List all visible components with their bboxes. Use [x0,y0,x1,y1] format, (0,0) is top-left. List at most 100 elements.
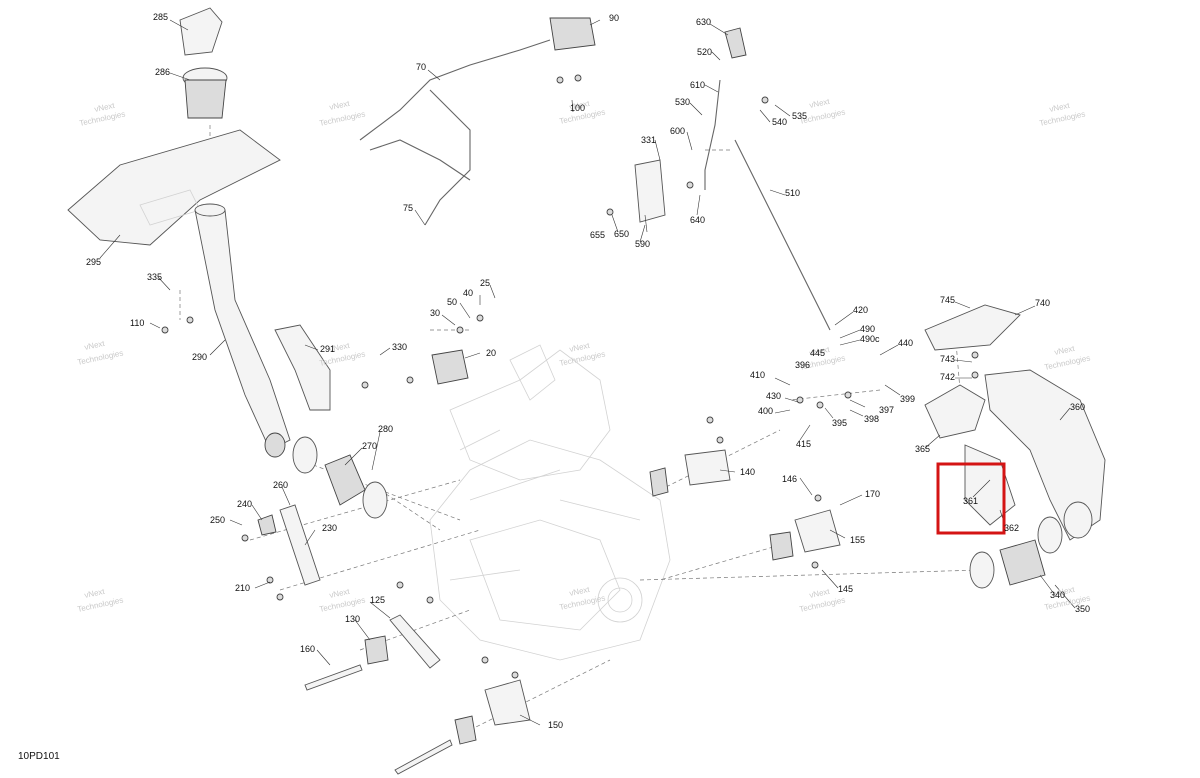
part-label: 155 [850,535,865,545]
part-label: 140 [740,467,755,477]
part-label: 400 [758,406,773,416]
part-label: 490c [860,334,880,344]
part-label: 70 [416,62,426,72]
part-360-duct [984,369,1106,541]
watermark: Technologies [559,593,607,612]
part-510-rod [734,139,831,331]
part-150-bracket [394,679,531,775]
part-label: 250 [210,515,225,525]
part-280-clamps [292,436,388,519]
watermark: vNext [569,341,592,354]
part-361-panel [964,444,1016,526]
part-740-bracket [924,304,1021,351]
part-label: 396 [795,360,810,370]
part-label: 240 [237,499,252,509]
watermark: vNext [1054,585,1077,598]
watermark: vNext [569,99,592,112]
part-labels: 285 286 295 335 110 290 291 280 270 260 … [86,12,1090,730]
part-630-knob [724,27,747,59]
part-label: 230 [322,523,337,533]
part-label: 610 [690,80,705,90]
part-label: 285 [153,12,168,22]
part-label: 40 [463,288,473,298]
part-230-bracket [279,504,321,586]
watermark: Technologies [799,595,847,614]
part-290-intake-tube [194,203,291,458]
watermark: Technologies [319,109,367,128]
part-label: 742 [940,372,955,382]
watermark: vNext [84,587,107,600]
part-label: 110 [130,318,144,328]
part-label: 743 [940,354,955,364]
part-label: 420 [853,305,868,315]
highlight-box [936,462,1006,535]
part-label: 170 [865,489,880,499]
watermark: Technologies [77,348,125,367]
part-label: 210 [235,583,250,593]
part-label: 530 [675,97,690,107]
part-155-bracket [769,509,841,561]
part-label: 340 [1050,590,1065,600]
fasteners [161,74,979,679]
part-label: 100 [570,103,585,113]
part-label: 291 [320,344,335,354]
watermark: Technologies [77,595,125,614]
part-label: 399 [900,394,915,404]
part-90-throttle [549,17,596,51]
part-label: 331 [641,135,656,145]
part-140-bracket [649,449,731,497]
part-label: 295 [86,257,101,267]
part-label: 280 [378,424,393,434]
part-label: 397 [879,405,894,415]
part-label: 146 [782,474,797,484]
part-70-cable [359,39,551,226]
part-label: 286 [155,67,170,77]
part-286-boot [182,67,228,119]
part-label: 440 [898,338,913,348]
watermark: vNext [809,345,832,358]
part-label: 260 [273,480,288,490]
part-label: 600 [670,126,685,136]
part-340-boot [969,516,1063,589]
watermark: vNext [329,99,352,112]
part-295-plate [67,129,281,246]
part-label: 150 [548,720,563,730]
part-label: 415 [796,439,811,449]
part-label: 362 [1004,523,1019,533]
engine-ghost [429,344,671,661]
part-label: 270 [362,441,377,451]
watermark: vNext [84,339,107,352]
part-label: 20 [486,348,496,358]
part-label: 30 [430,308,440,318]
alignment-lines [179,125,981,731]
part-label: 410 [750,370,765,380]
part-365-flange [924,384,986,439]
watermark: vNext [809,97,832,110]
leader-lines [99,19,1076,726]
part-125-bracket [389,614,441,669]
part-label: 540 [772,117,787,127]
watermark: Technologies [1044,353,1092,372]
part-label: 650 [614,229,629,239]
part-20-module [431,349,469,385]
part-label: 25 [480,278,490,288]
part-label: 50 [447,297,457,307]
part-label: 335 [147,272,162,282]
part-label: 361 [963,496,978,506]
part-291-hose [274,324,331,411]
part-label: 125 [370,595,385,605]
part-label: 640 [690,215,705,225]
part-285-cover [179,7,223,56]
part-label: 430 [766,391,781,401]
part-label: 630 [696,17,711,27]
part-130-mount [364,635,389,665]
part-label: 510 [785,188,800,198]
part-label: 160 [300,644,315,654]
part-label: 75 [403,203,413,213]
part-label: 330 [392,342,407,352]
part-610-lever [704,79,721,190]
part-label: 535 [792,111,807,121]
part-label: 745 [940,295,955,305]
watermark: Technologies [559,349,607,368]
part-160-bolt [304,664,363,691]
